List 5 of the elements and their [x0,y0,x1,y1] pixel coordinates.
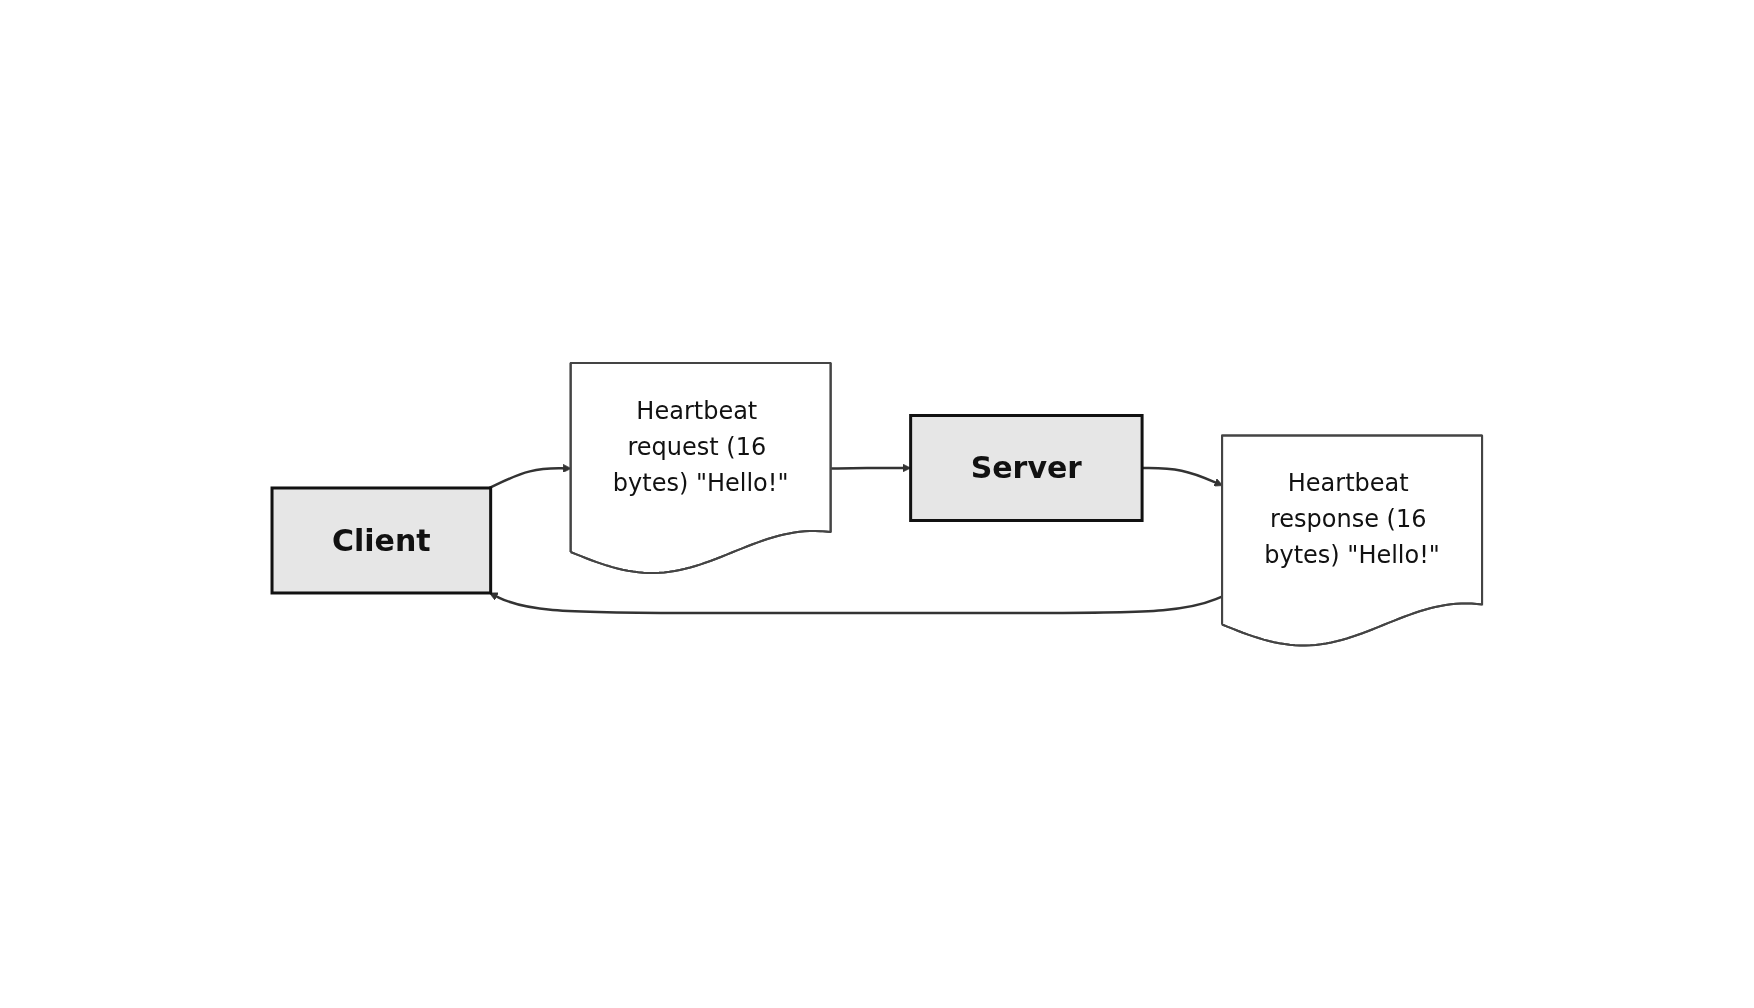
arrow [1142,466,1223,487]
node-box: Client [270,486,493,595]
arrow [831,463,911,473]
node-box: Server [909,413,1144,522]
arrow [489,592,1223,614]
